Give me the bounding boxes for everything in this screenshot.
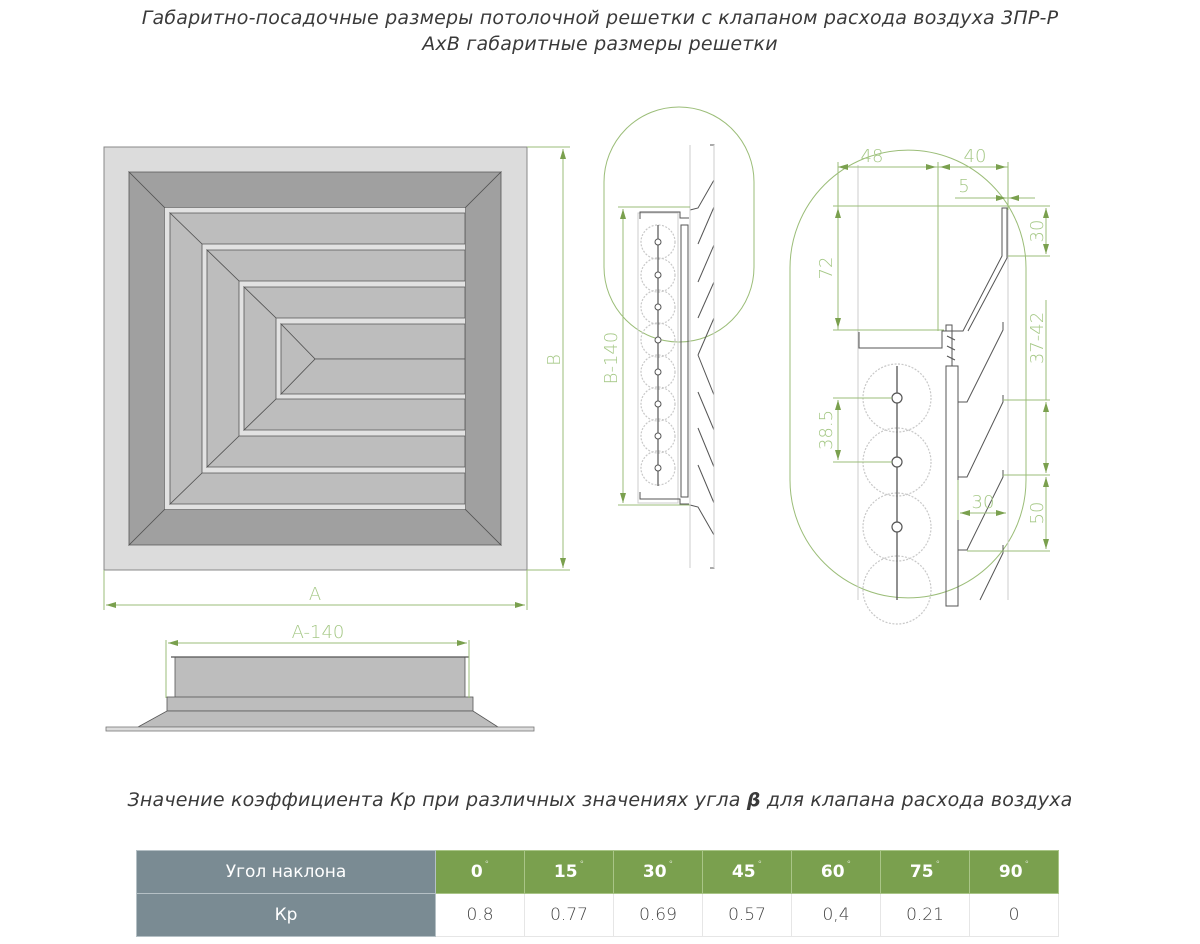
dim-label-b-140: B-140 [601,332,622,385]
kp-table: Угол наклона 0° 15° 30° 45° 60° 75° 90° … [136,850,1059,937]
dim-label-30-mid: 30 [972,492,995,513]
dim-label-50: 50 [1027,502,1048,525]
kp-cell: 0.57 [702,893,792,937]
kp-cell: 0.21 [880,893,970,937]
dim-label-a-140: A-140 [292,622,345,643]
dim-label-48: 48 [861,146,884,167]
angle-cell: 60° [791,850,881,894]
table-caption: Значение коэффициента Кр при различных з… [0,789,1200,811]
angle-cell: 75° [880,850,970,894]
dim-label-37-42: 37-42 [1027,312,1048,364]
kp-cell: 0.77 [524,893,614,937]
section-view: A-140 [105,622,535,732]
kp-row: Кр 0.8 0.77 0.69 0.57 0,4 0.21 0 [136,893,1059,937]
front-view: B A [103,146,570,610]
kp-cell: 0,4 [791,893,881,937]
dim-label-40: 40 [964,146,987,167]
angle-row-header: Угол наклона [136,850,436,894]
side-view: B-140 [601,106,755,569]
kp-cell: 0 [969,893,1059,937]
caption-beta-symbol: β [746,789,761,811]
dim-label-b: B [544,354,565,366]
caption-text-end: для клапана расхода воздуха [760,789,1073,811]
dim-label-38-5: 38.5 [816,410,837,450]
angle-cell: 30° [613,850,703,894]
dim-label-5: 5 [958,176,969,197]
dim-label-a: A [309,584,321,605]
drawing-subtitle: AxB габаритные размеры решетки [422,33,778,55]
drawing-title: Габаритно-посадочные размеры потолочной … [141,7,1059,29]
caption-text-start: Значение коэффициента Кр при различных з… [127,789,747,811]
angle-cell: 15° [524,850,614,894]
angle-cell: 45° [702,850,792,894]
kp-cell: 0.8 [435,893,525,937]
detail-view: 48 40 5 72 30 37-42 50 38.5 30 [789,146,1050,625]
dim-label-72: 72 [816,257,837,280]
dim-label-30-top: 30 [1027,220,1048,243]
kp-row-header: Кр [136,893,436,937]
angle-row: Угол наклона 0° 15° 30° 45° 60° 75° 90° [136,850,1059,894]
angle-cell: 0° [435,850,525,894]
kp-cell: 0.69 [613,893,703,937]
angle-cell: 90° [969,850,1059,894]
